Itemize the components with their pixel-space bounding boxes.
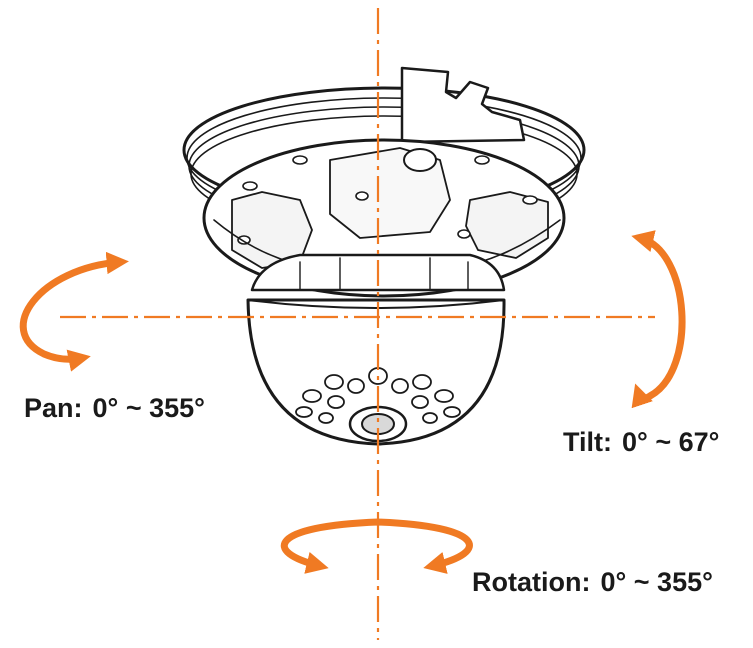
ir-led <box>443 406 461 418</box>
screw-hole-5 <box>355 191 369 201</box>
ir-led <box>327 395 345 409</box>
inner-rib-2 <box>479 219 561 263</box>
tilt-label: Tilt: 0° ~ 67° <box>563 429 719 456</box>
dome-rim <box>247 299 505 309</box>
pan-range: 0° ~ 355° <box>92 393 205 423</box>
ir-led <box>391 378 409 394</box>
ir-led <box>412 374 432 390</box>
screw-hole-3 <box>474 155 490 165</box>
motion-arrows <box>19 230 686 574</box>
screw-hole-1 <box>242 181 258 191</box>
dome-camera <box>182 66 586 446</box>
ir-led <box>318 412 334 424</box>
ir-led-cluster <box>295 367 461 424</box>
ir-led <box>434 389 454 403</box>
ir-led <box>411 395 429 409</box>
ir-led <box>295 406 313 418</box>
pan-label: Pan: 0° ~ 355° <box>24 395 205 422</box>
ir-led <box>324 374 344 390</box>
screw-hole-6 <box>457 229 471 239</box>
ir-led <box>422 412 438 424</box>
pan-arrow <box>19 251 129 372</box>
rotation-label: Rotation: 0° ~ 355° <box>472 569 713 596</box>
rotation-arrow <box>280 518 473 574</box>
mount-bracket <box>400 66 526 144</box>
rotation-range: 0° ~ 355° <box>600 567 713 597</box>
pan-label-title: Pan: <box>24 393 83 423</box>
screw-hole-7 <box>237 235 251 245</box>
axes <box>60 8 655 640</box>
rotation-label-title: Rotation: <box>472 567 591 597</box>
cable-port <box>403 148 437 172</box>
screw-hole-2 <box>292 155 308 165</box>
tilt-range: 0° ~ 67° <box>622 427 720 457</box>
tilt-arrow <box>631 230 686 409</box>
inner-housing-left <box>231 191 313 269</box>
ir-led <box>347 378 365 394</box>
ir-led <box>302 389 322 403</box>
tilt-label-title: Tilt: <box>563 427 612 457</box>
screw-hole-4 <box>522 195 538 205</box>
